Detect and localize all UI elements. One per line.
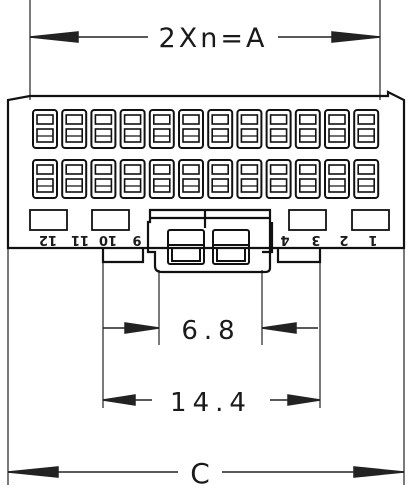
terminal-cavity xyxy=(178,109,204,149)
pin-label-11: 11 xyxy=(71,232,89,247)
pin-label-3: 3 xyxy=(311,232,320,247)
terminal-cavity xyxy=(265,159,292,199)
dimension-middle-label: 14.4 xyxy=(170,388,252,418)
dimension-bottom-label: C xyxy=(190,457,210,490)
terminal-cavity xyxy=(236,109,263,149)
pin-label-2: 2 xyxy=(339,232,348,247)
connector-housing xyxy=(6,90,406,274)
terminal-cavity xyxy=(90,109,117,149)
terminal-cavity xyxy=(324,109,350,149)
pin-label-10: 10 xyxy=(99,232,117,247)
extension-lines xyxy=(7,0,405,485)
terminal-cavity xyxy=(353,159,380,199)
terminal-cavity xyxy=(178,159,204,199)
terminal-cavity xyxy=(148,109,175,149)
terminal-cavity xyxy=(61,109,88,149)
terminal-cavity xyxy=(353,109,380,149)
terminal-cavity xyxy=(265,109,292,149)
terminal-cavity xyxy=(90,159,117,199)
terminal-cavity xyxy=(119,159,146,199)
terminal-cavity xyxy=(324,159,350,199)
pin-label-4: 4 xyxy=(280,232,289,247)
dimension-lines xyxy=(7,31,405,478)
terminal-grid xyxy=(32,109,380,199)
terminal-cavity xyxy=(119,109,146,149)
terminal-cavity xyxy=(207,109,234,149)
pin-label-9: 9 xyxy=(132,232,141,247)
pin-labels: 12 11 10 9 4 3 2 1 xyxy=(39,232,378,247)
terminal-cavity xyxy=(207,159,234,199)
terminal-cavity xyxy=(32,159,58,199)
dimension-inner-label: 6.8 xyxy=(181,316,240,346)
label-boxes xyxy=(29,209,390,231)
terminal-cavity xyxy=(61,159,88,199)
terminal-cavity xyxy=(32,109,58,149)
pin-label-1: 1 xyxy=(368,232,377,247)
terminal-cavity xyxy=(294,109,321,149)
dimension-top-label: 2Xn=A xyxy=(159,23,268,54)
pin-label-12: 12 xyxy=(39,232,57,247)
latch-windows xyxy=(167,229,250,265)
terminal-cavity xyxy=(148,159,175,199)
terminal-cavity xyxy=(236,159,263,199)
terminal-cavity xyxy=(294,159,321,199)
